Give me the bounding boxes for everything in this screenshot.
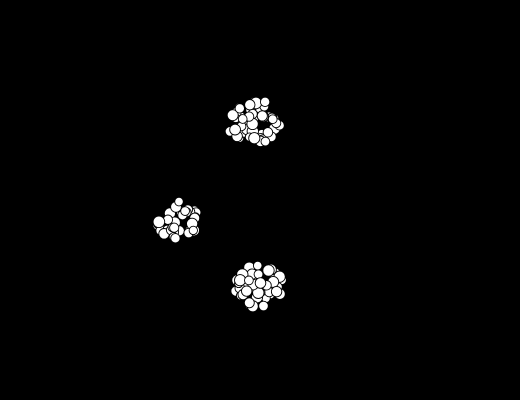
particle: [188, 225, 198, 236]
particle: [174, 196, 184, 207]
particle: [252, 260, 263, 271]
particle: [254, 277, 267, 289]
particle: [241, 285, 253, 297]
particle: [234, 274, 247, 287]
particle: [260, 136, 271, 147]
particle: [262, 264, 275, 277]
particle: [248, 132, 261, 145]
cluster-left: [152, 196, 202, 244]
particle: [270, 285, 283, 298]
particle: [258, 300, 269, 312]
particle: [267, 114, 278, 125]
particle: [262, 127, 274, 138]
particle: [180, 206, 190, 216]
particle: [229, 123, 241, 136]
particle: [234, 103, 245, 114]
particle: [169, 222, 180, 233]
particle: [226, 109, 239, 122]
particle: [243, 297, 255, 309]
particle: [152, 215, 166, 229]
particle: [244, 99, 256, 111]
particle: [170, 233, 181, 244]
particle: [244, 275, 254, 286]
particle: [259, 96, 271, 108]
cluster-bottom: [230, 260, 287, 313]
particle: [256, 110, 268, 122]
particle: [237, 114, 248, 124]
cluster-top: [224, 96, 285, 148]
